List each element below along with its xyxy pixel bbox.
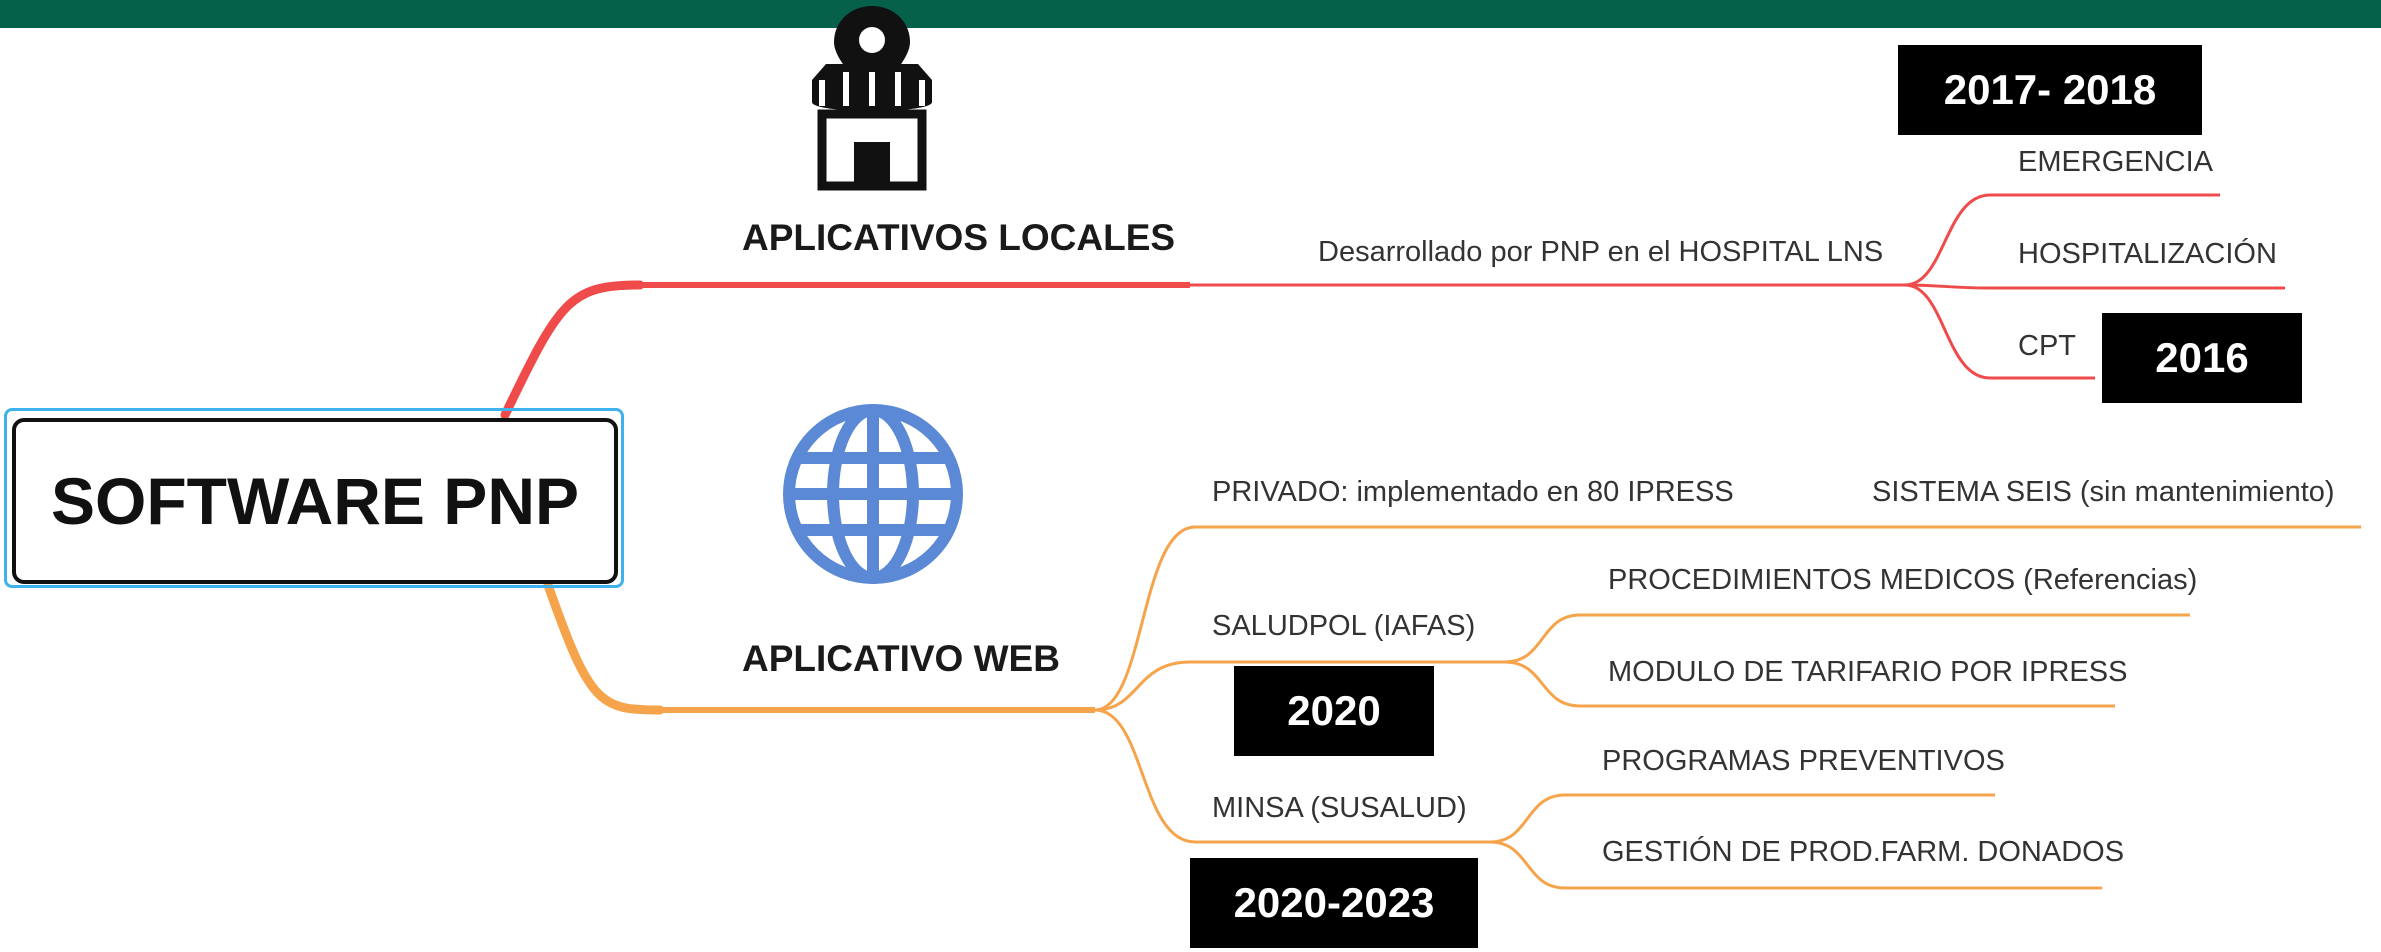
globe-icon — [783, 404, 963, 584]
edge-root-web — [543, 580, 665, 715]
edge-procedimientos — [1504, 613, 2190, 664]
leaf-tarifario: MODULO DE TARIFARIO POR IPRESS — [1608, 656, 2128, 688]
edge-minsa — [1094, 708, 1490, 844]
edge-gestion — [1489, 840, 2102, 890]
year-box-2017-2018: 2017- 2018 — [1898, 45, 2202, 135]
leaf-preventivos: PROGRAMAS PREVENTIVOS — [1602, 745, 2005, 777]
leaf-sistema-seis: SISTEMA SEIS (sin mantenimiento) — [1872, 476, 2335, 508]
year-box-2020: 2020 — [1234, 666, 1434, 756]
privado-label: PRIVADO: implementado en 80 IPRESS — [1212, 476, 1734, 508]
root-node-highlight — [4, 408, 624, 588]
leaf-procedimientos: PROCEDIMIENTOS MEDICOS (Referencias) — [1608, 564, 2198, 596]
edge-cpt — [1904, 283, 2095, 380]
root-label: SOFTWARE PNP — [50, 464, 580, 538]
local-sub-label: Desarrollado por PNP en el HOSPITAL LNS — [1318, 236, 1884, 268]
edge-privado — [1094, 525, 2361, 712]
edge-tarifario — [1504, 660, 2115, 708]
branch-title-web: APLICATIVO WEB — [742, 638, 1060, 679]
leaf-hospitalizacion: HOSPITALIZACIÓN — [2018, 238, 2277, 270]
edge-preventivos — [1489, 793, 1995, 844]
root-node[interactable]: SOFTWARE PNP — [12, 418, 618, 584]
edge-saludpol — [1094, 660, 1505, 712]
minsa-label: MINSA (SUSALUD) — [1212, 792, 1467, 824]
edge-root-local — [500, 280, 645, 420]
header-bar — [0, 0, 2381, 28]
leaf-emergencia: EMERGENCIA — [2018, 146, 2213, 178]
year-box-2020-2023: 2020-2023 — [1190, 858, 1478, 948]
leaf-gestion: GESTIÓN DE PROD.FARM. DONADOS — [1602, 836, 2125, 868]
year-box-2016: 2016 — [2102, 313, 2302, 403]
leaf-cpt: CPT — [2018, 330, 2076, 362]
store-location-icon — [812, 6, 932, 191]
branch-title-local: APLICATIVOS LOCALES — [742, 217, 1176, 258]
saludpol-label: SALUDPOL (IAFAS) — [1212, 610, 1476, 642]
edge-emergencia — [1904, 193, 2220, 287]
edge-hospitalizacion — [1904, 283, 2285, 290]
